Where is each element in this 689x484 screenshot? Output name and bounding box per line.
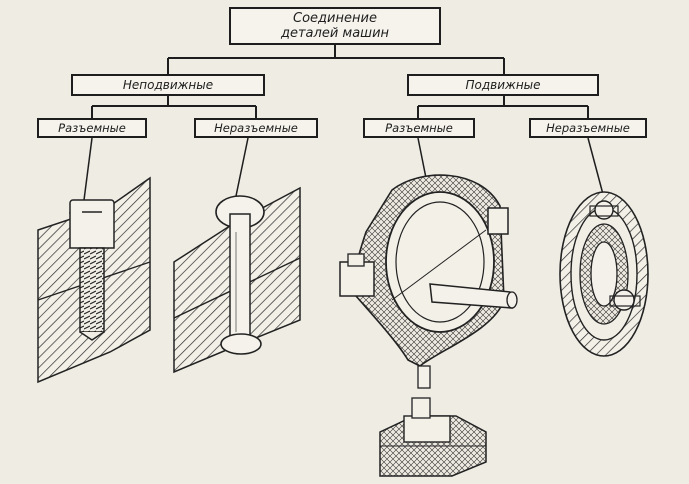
movable-detachable-label: Разъемные	[385, 120, 453, 135]
fixed-detachable-node: Разъемные	[37, 118, 147, 138]
screw-joint-illustration	[37, 176, 151, 384]
fixed-detachable-label: Разъемные	[58, 120, 126, 135]
ball-bearing-illustration	[559, 191, 649, 357]
fixed-joints-label: Неподвижные	[122, 77, 214, 92]
bearing-housing-illustration	[339, 174, 518, 477]
connector-lines	[83, 45, 605, 201]
root-node: Соединение деталей машин	[229, 7, 441, 45]
movable-joints-label: Подвижные	[465, 77, 541, 92]
fixed-permanent-label: Неразъемные	[214, 120, 298, 135]
rivet-joint-illustration	[173, 186, 301, 374]
fixed-joints-node: Неподвижные	[71, 74, 265, 96]
movable-detachable-node: Разъемные	[363, 118, 475, 138]
movable-permanent-node: Неразъемные	[529, 118, 647, 138]
movable-joints-node: Подвижные	[407, 74, 599, 96]
fixed-permanent-node: Неразъемные	[194, 118, 318, 138]
root-title-line1: Соединение	[293, 11, 377, 26]
root-title-line2: деталей машин	[280, 26, 390, 41]
movable-permanent-label: Неразъемные	[546, 120, 630, 135]
